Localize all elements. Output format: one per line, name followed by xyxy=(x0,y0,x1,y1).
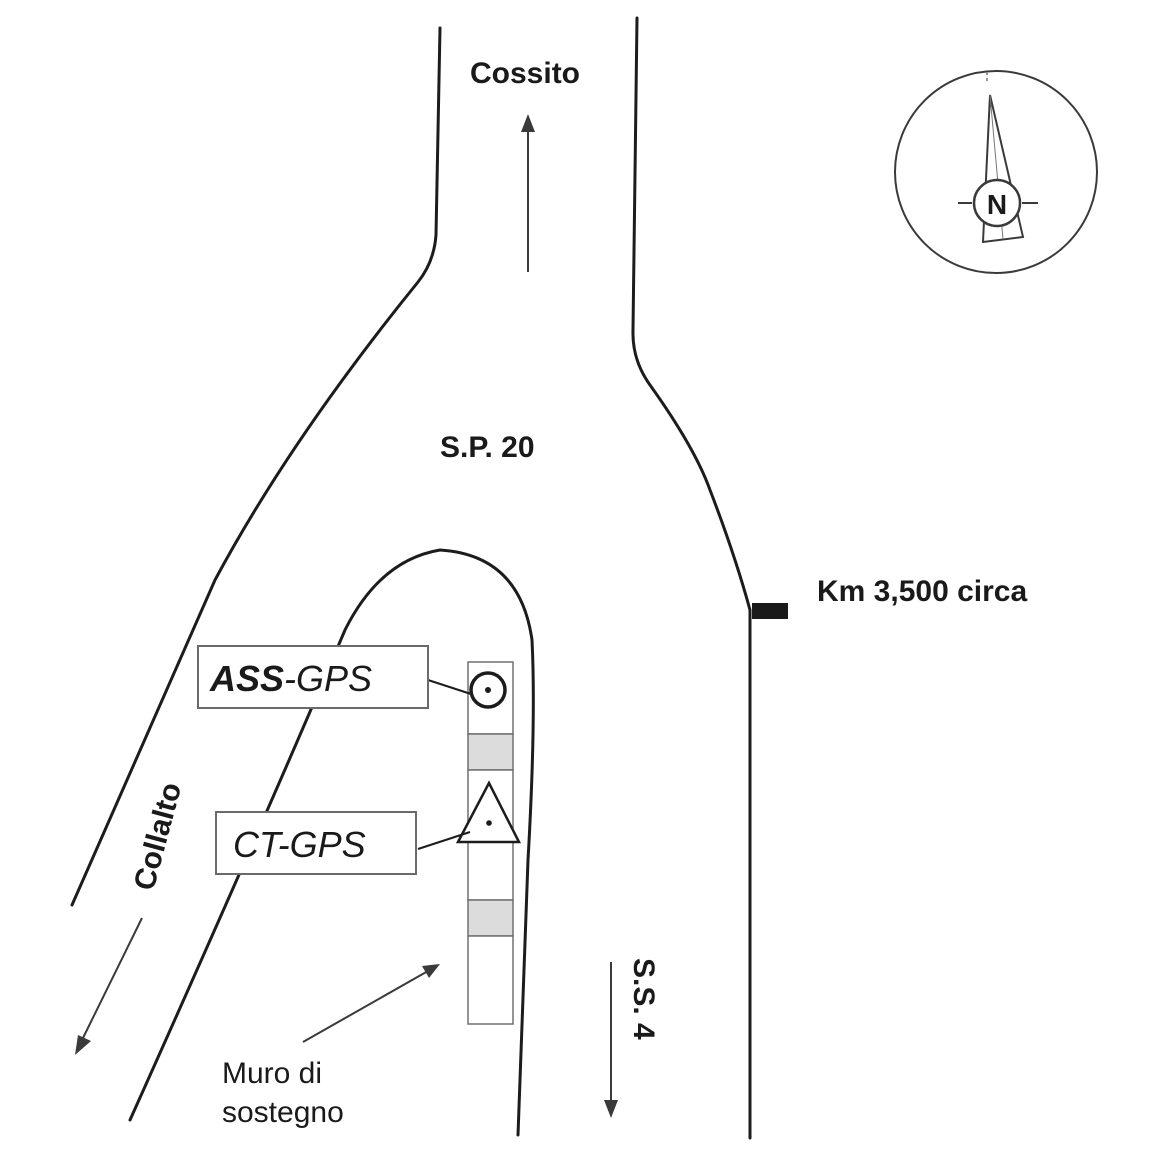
km-marker-block xyxy=(752,603,788,619)
arrow-ss4 xyxy=(604,962,618,1118)
ass-gps-box xyxy=(197,645,429,709)
north-arrow-icon: N xyxy=(894,70,1098,274)
label-muro-line2: sostegno xyxy=(222,1096,344,1129)
arrow-to-cossito xyxy=(521,114,535,272)
road-edge-right xyxy=(631,16,752,1140)
ass-gps-label-bold: ASS xyxy=(209,658,284,699)
ass-gps-leader xyxy=(427,679,472,695)
strip-cell xyxy=(467,935,514,1025)
arrow-to-muro xyxy=(302,964,440,1043)
ct-gps-label: CT-GPS xyxy=(233,824,366,865)
triangle-dot-icon xyxy=(455,780,522,844)
label-ss4: S.S. 4 xyxy=(627,958,660,1040)
strip-cell xyxy=(467,733,514,771)
label-km-marker: Km 3,500 circa xyxy=(817,575,1027,608)
road-edge-left-upper xyxy=(70,26,442,907)
ass-gps-label-rest: -GPS xyxy=(284,658,372,699)
label-collalto: Collalto xyxy=(128,779,188,894)
label-muro-line1: Muro di xyxy=(222,1057,322,1090)
label-cossito: Cossito xyxy=(470,57,580,90)
ass-gps-label: ASS-GPS xyxy=(209,658,372,699)
ct-gps-leader xyxy=(417,831,471,850)
label-sp20: S.P. 20 xyxy=(440,431,535,464)
arrow-to-collalto xyxy=(75,917,143,1055)
circle-dot-icon xyxy=(469,671,507,709)
ct-gps-box xyxy=(215,811,417,875)
compass-north-label: N xyxy=(987,189,1007,220)
strip-cell xyxy=(467,899,514,937)
